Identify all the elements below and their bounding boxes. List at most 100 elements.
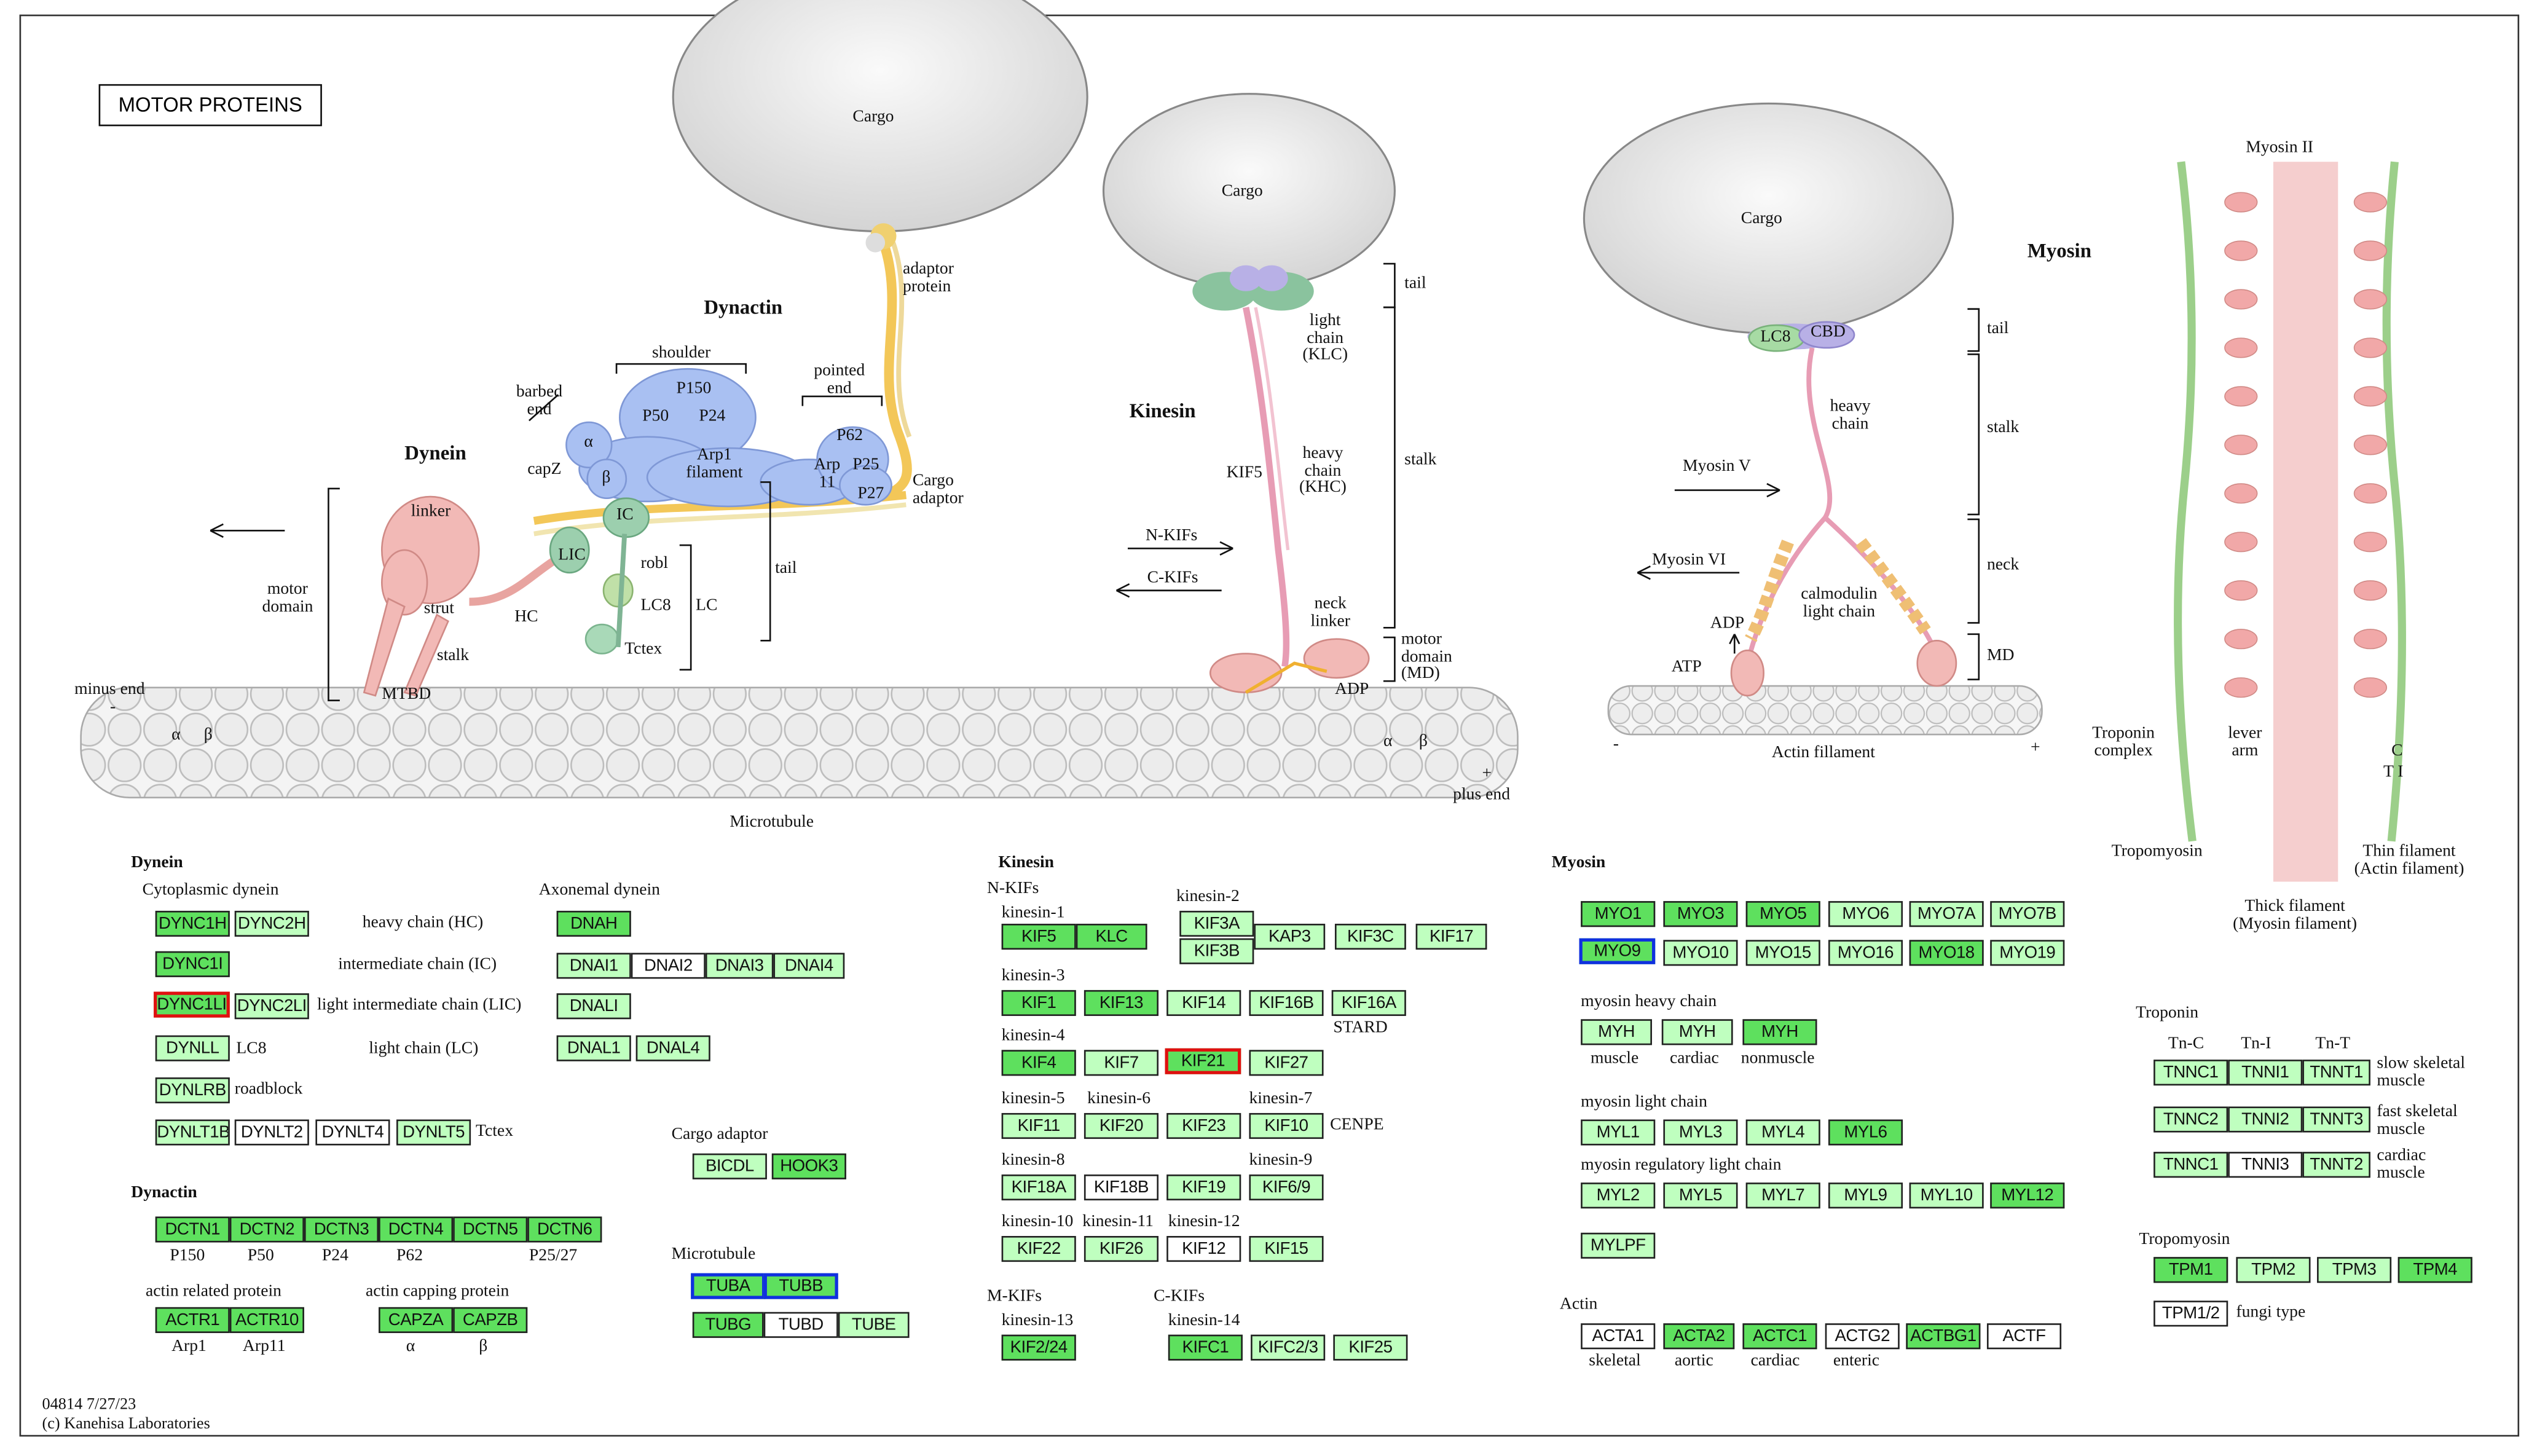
gene-box-actr1[interactable]: ACTR1: [155, 1307, 230, 1333]
gene-box-tnnc2[interactable]: TNNC2: [2154, 1106, 2228, 1133]
gene-box-acta2[interactable]: ACTA2: [1663, 1323, 1735, 1350]
gene-box-myo9[interactable]: MYO9: [1579, 938, 1656, 964]
gene-box-tpm4[interactable]: TPM4: [2397, 1257, 2472, 1283]
gene-box-myl9[interactable]: MYL9: [1828, 1183, 1903, 1209]
gene-box-dnali[interactable]: DNALI: [556, 993, 631, 1020]
gene-box-myo7b[interactable]: MYO7B: [1990, 901, 2065, 927]
gene-box-kif17[interactable]: KIF17: [1415, 923, 1487, 950]
gene-box-dctn1[interactable]: DCTN1: [155, 1216, 230, 1243]
gene-box-myl4[interactable]: MYL4: [1745, 1119, 1820, 1146]
gene-box-myl7[interactable]: MYL7: [1745, 1183, 1820, 1209]
gene-box-kif21[interactable]: KIF21: [1165, 1048, 1241, 1074]
gene-box-kif4[interactable]: KIF4: [1001, 1050, 1076, 1076]
gene-box-kif18a[interactable]: KIF18A: [1001, 1174, 1076, 1201]
gene-box-dynlrb[interactable]: DYNLRB: [155, 1077, 230, 1104]
gene-box-kif16b[interactable]: KIF16B: [1249, 990, 1324, 1017]
gene-box-klc[interactable]: KLC: [1076, 923, 1147, 950]
gene-box-tpm1[interactable]: TPM1: [2154, 1257, 2228, 1283]
gene-box-actbg1[interactable]: ACTBG1: [1906, 1323, 1981, 1350]
gene-box-actg2[interactable]: ACTG2: [1825, 1323, 1900, 1350]
gene-box-tubg[interactable]: TUBG: [692, 1312, 764, 1338]
gene-box-dync1li[interactable]: DYNC1LI: [154, 991, 230, 1018]
gene-box-myl12[interactable]: MYL12: [1990, 1183, 2065, 1209]
gene-box-hook3[interactable]: HOOK3: [771, 1153, 846, 1179]
gene-box-dync2li[interactable]: DYNC2LI: [234, 993, 309, 1020]
gene-box-kif23[interactable]: KIF23: [1166, 1112, 1241, 1139]
gene-box-dnai2[interactable]: DNAI2: [631, 953, 706, 979]
gene-box-tubb[interactable]: TUBB: [763, 1273, 838, 1299]
gene-box-kif18b[interactable]: KIF18B: [1084, 1174, 1159, 1201]
gene-box-kap3[interactable]: KAP3: [1254, 923, 1326, 950]
gene-box-kif20[interactable]: KIF20: [1084, 1112, 1159, 1139]
gene-box-myo7a[interactable]: MYO7A: [1909, 901, 1984, 927]
gene-box-dync1h[interactable]: DYNC1H: [155, 910, 230, 937]
gene-box-dctn2[interactable]: DCTN2: [229, 1216, 304, 1243]
gene-box-tubd[interactable]: TUBD: [763, 1312, 838, 1338]
gene-box-kif25[interactable]: KIF25: [1333, 1334, 1408, 1361]
gene-box-myl5[interactable]: MYL5: [1663, 1183, 1738, 1209]
gene-box-myo18[interactable]: MYO18: [1909, 940, 1984, 966]
gene-box-myl6[interactable]: MYL6: [1828, 1119, 1903, 1146]
gene-box-tnni1[interactable]: TNNI1: [2228, 1060, 2303, 1086]
gene-box-myo16[interactable]: MYO16: [1828, 940, 1903, 966]
gene-box-mylpf[interactable]: MYLPF: [1581, 1232, 1656, 1259]
gene-box-kif5[interactable]: KIF5: [1001, 923, 1076, 950]
gene-box-kif3a[interactable]: KIF3A: [1179, 910, 1254, 937]
gene-box-tube[interactable]: TUBE: [838, 1312, 910, 1338]
gene-box-kif15[interactable]: KIF15: [1249, 1236, 1324, 1262]
gene-box-kif13[interactable]: KIF13: [1084, 990, 1159, 1017]
gene-box-dnal1[interactable]: DNAL1: [556, 1035, 631, 1061]
gene-box-tpm3[interactable]: TPM3: [2317, 1257, 2392, 1283]
gene-box-capza[interactable]: CAPZA: [379, 1307, 454, 1333]
gene-box-kif10[interactable]: KIF10: [1249, 1112, 1324, 1139]
gene-box-kif27[interactable]: KIF27: [1249, 1050, 1324, 1076]
gene-box-dnai1[interactable]: DNAI1: [556, 953, 631, 979]
gene-box-tuba[interactable]: TUBA: [691, 1273, 766, 1299]
gene-box-dnah[interactable]: DNAH: [556, 910, 631, 937]
gene-box-myo10[interactable]: MYO10: [1663, 940, 1738, 966]
gene-box-kif14[interactable]: KIF14: [1166, 990, 1241, 1017]
gene-box-kifc1[interactable]: KIFC1: [1168, 1334, 1243, 1361]
gene-box-kif12[interactable]: KIF12: [1166, 1236, 1241, 1262]
gene-box-kif7[interactable]: KIF7: [1084, 1050, 1159, 1076]
gene-box-tpm1-2[interactable]: TPM1/2: [2154, 1301, 2228, 1327]
gene-box-tpm2[interactable]: TPM2: [2236, 1257, 2311, 1283]
gene-box-myl1[interactable]: MYL1: [1581, 1119, 1656, 1146]
gene-box-tnnt1[interactable]: TNNT1: [2302, 1060, 2370, 1086]
gene-box-bicdl[interactable]: BICDL: [692, 1153, 767, 1179]
gene-box-myo3[interactable]: MYO3: [1663, 901, 1738, 927]
gene-box-kifc2-3[interactable]: KIFC2/3: [1251, 1334, 1326, 1361]
gene-box-kif1[interactable]: KIF1: [1001, 990, 1076, 1017]
gene-box-kif19[interactable]: KIF19: [1166, 1174, 1241, 1201]
gene-box-myo19[interactable]: MYO19: [1990, 940, 2065, 966]
gene-box-dynll[interactable]: DYNLL: [155, 1035, 230, 1061]
gene-box-dctn4[interactable]: DCTN4: [379, 1216, 454, 1243]
gene-box-dnai4[interactable]: DNAI4: [773, 953, 845, 979]
gene-box-dnai3[interactable]: DNAI3: [705, 953, 774, 979]
gene-box-actc1[interactable]: ACTC1: [1742, 1323, 1817, 1350]
gene-box-kif22[interactable]: KIF22: [1001, 1236, 1076, 1262]
gene-box-actf[interactable]: ACTF: [1986, 1323, 2062, 1350]
gene-box-myo6[interactable]: MYO6: [1828, 901, 1903, 927]
gene-box-tnnc1[interactable]: TNNC1: [2154, 1152, 2228, 1178]
gene-box-tnni3[interactable]: TNNI3: [2228, 1152, 2303, 1178]
gene-box-kif3c[interactable]: KIF3C: [1334, 923, 1406, 950]
gene-box-acta1[interactable]: ACTA1: [1581, 1323, 1656, 1350]
gene-box-dync1i[interactable]: DYNC1I: [155, 951, 230, 977]
gene-box-kif26[interactable]: KIF26: [1084, 1236, 1159, 1262]
gene-box-myh[interactable]: MYH: [1661, 1019, 1733, 1045]
gene-box-tnni2[interactable]: TNNI2: [2228, 1106, 2303, 1133]
gene-box-kif3b[interactable]: KIF3B: [1179, 938, 1254, 964]
gene-box-dnal4[interactable]: DNAL4: [635, 1035, 710, 1061]
gene-box-dctn3[interactable]: DCTN3: [304, 1216, 379, 1243]
gene-box-actr10[interactable]: ACTR10: [229, 1307, 304, 1333]
gene-box-tnnt2[interactable]: TNNT2: [2302, 1152, 2370, 1178]
gene-box-capzb[interactable]: CAPZB: [453, 1307, 528, 1333]
gene-box-dynlt5[interactable]: DYNLT5: [396, 1119, 471, 1146]
gene-box-tnnt3[interactable]: TNNT3: [2302, 1106, 2370, 1133]
gene-box-kif6-9[interactable]: KIF6/9: [1249, 1174, 1324, 1201]
gene-box-myo1[interactable]: MYO1: [1581, 901, 1656, 927]
gene-box-myl3[interactable]: MYL3: [1663, 1119, 1738, 1146]
gene-box-myo5[interactable]: MYO5: [1745, 901, 1820, 927]
gene-box-myo15[interactable]: MYO15: [1745, 940, 1820, 966]
